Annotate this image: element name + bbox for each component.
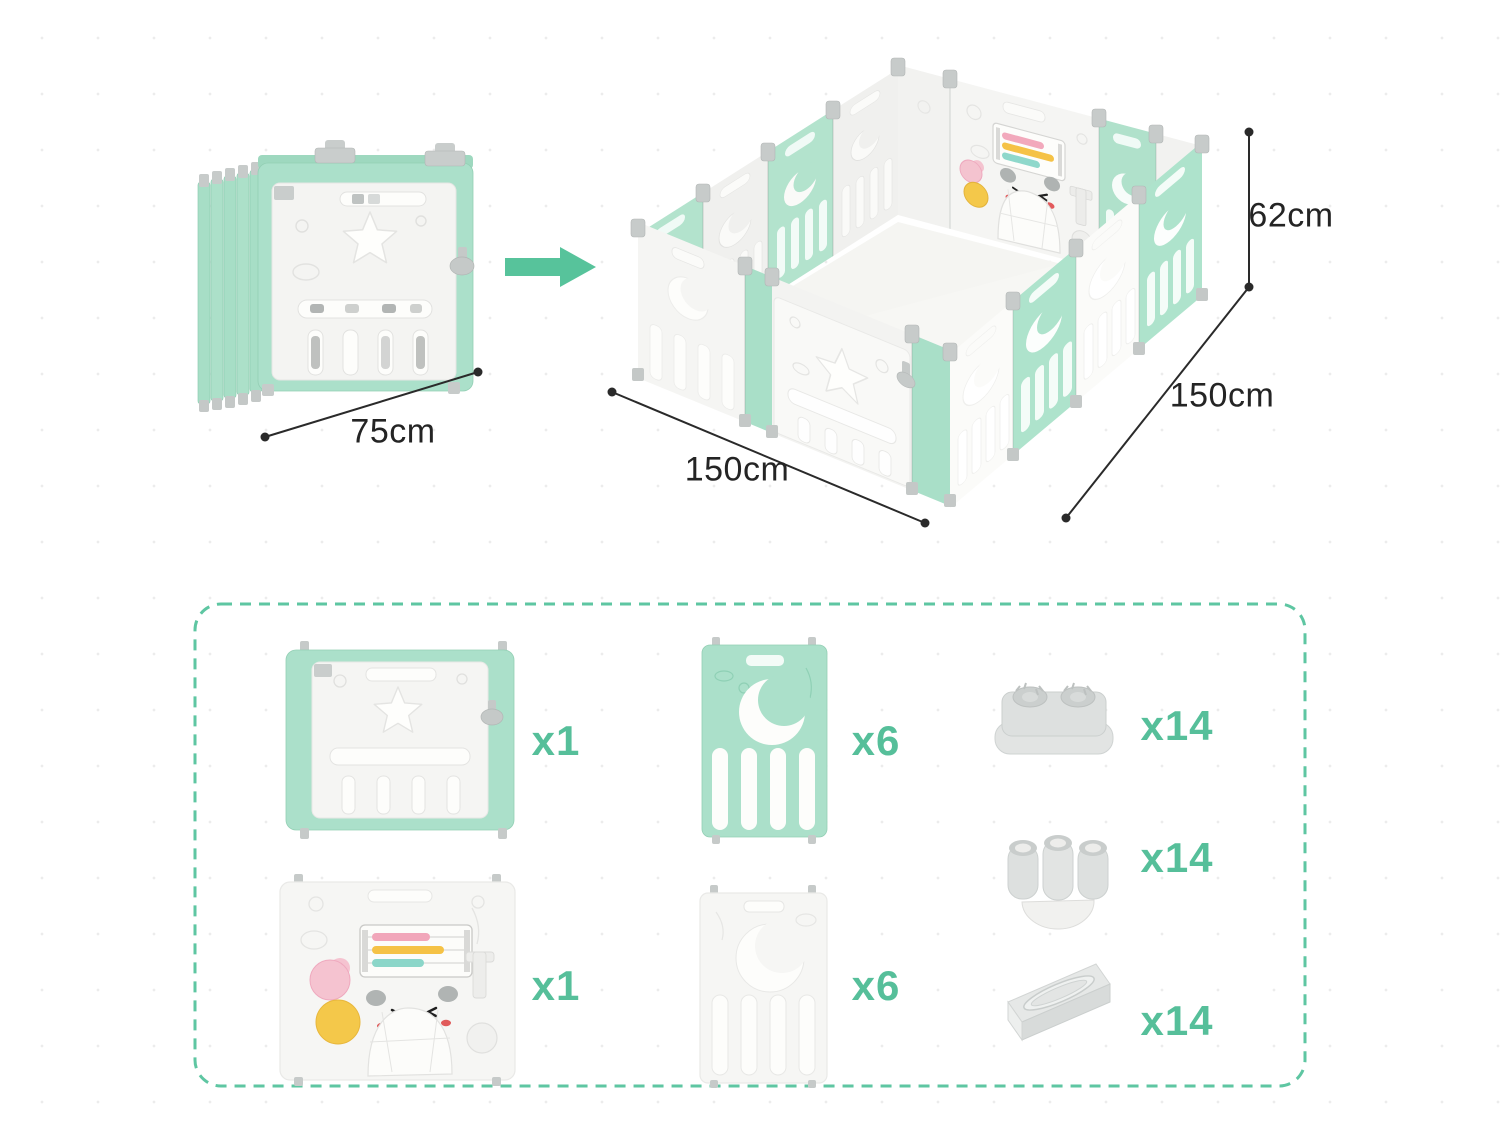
- folded-width-dimension: [260, 367, 483, 442]
- star-cutout: [342, 211, 398, 264]
- qty-anti-slip-base-bar: x14: [1140, 997, 1214, 1044]
- folded-width-label: 75cm: [350, 412, 436, 451]
- play-depth-label: 150cm: [1169, 376, 1275, 415]
- part-activity-panel: [279, 874, 516, 1086]
- play-height-label: 62cm: [1248, 196, 1334, 235]
- parts-list-panel: [193, 602, 1307, 1088]
- activity-panel-detail: [959, 101, 1093, 254]
- part-white-moon-panel: [699, 885, 828, 1088]
- connector-caps: [630, 57, 1210, 362]
- part-double-socket-foot: [994, 682, 1114, 755]
- assembled-playpen-illustration: [630, 57, 1210, 509]
- qty-white-moon-panel: x6: [851, 962, 901, 1009]
- connector-feet: [632, 288, 1208, 507]
- folded-playpen-illustration: [197, 140, 475, 412]
- door-detail: [773, 297, 916, 487]
- part-green-moon-panel: [701, 637, 828, 844]
- play-width-label: 150cm: [684, 450, 790, 489]
- part-door-panel: [285, 641, 515, 839]
- part-anti-slip-base-bar: [1007, 963, 1111, 1042]
- qty-green-moon-panel: x6: [851, 717, 901, 764]
- qty-double-socket-foot: x14: [1140, 702, 1214, 749]
- playpen-dimensions: [607, 127, 1254, 528]
- qty-door-panel: x1: [531, 717, 581, 764]
- qty-triple-tube-connector: x14: [1140, 834, 1214, 881]
- qty-activity-panel: x1: [531, 962, 581, 1009]
- part-triple-tube-connector: [1007, 835, 1109, 930]
- arrow-right-icon: [505, 247, 596, 287]
